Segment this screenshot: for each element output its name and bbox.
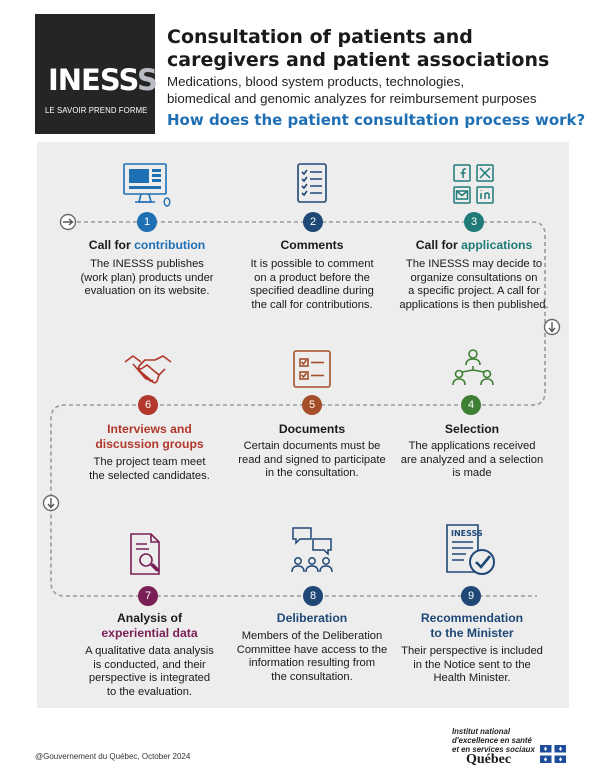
section-question: How does the patient consultation proces… bbox=[167, 111, 586, 129]
step-3-title: Call for applications bbox=[415, 238, 533, 252]
step-5-title: Documents bbox=[278, 422, 346, 436]
step-1-title: Call for contribution bbox=[88, 238, 206, 252]
step-4-title: Selection bbox=[444, 422, 500, 436]
down-arrow-icon-left bbox=[42, 494, 60, 512]
inesss-logo: INESSS LE SAVOIR PREND FORME bbox=[35, 14, 158, 134]
subtitle-line-1: Medications, blood system products, tech… bbox=[167, 74, 465, 89]
step-8-title: Deliberation bbox=[276, 611, 348, 625]
linkedin-icon bbox=[476, 186, 494, 204]
process-panel: 1 Call for contribution The INESSS publi… bbox=[37, 142, 569, 708]
logo-accent: S bbox=[137, 63, 158, 97]
x-icon bbox=[476, 164, 494, 182]
social-media-icons bbox=[453, 164, 494, 204]
monitor-icon bbox=[123, 163, 171, 207]
subtitle-line-2: biomedical and genomic analyzes for reim… bbox=[167, 91, 537, 106]
step-2-title: Comments bbox=[280, 238, 344, 252]
step-3-number: 3 bbox=[464, 212, 484, 232]
facebook-icon bbox=[453, 164, 471, 182]
checkbox-list-icon bbox=[293, 350, 331, 388]
email-icon bbox=[453, 186, 471, 204]
page-subtitle: Medications, blood system products, tech… bbox=[167, 73, 587, 107]
copyright-note: @Gouvernement du Québec, October 2024 bbox=[35, 752, 191, 761]
logo-tagline: LE SAVOIR PREND FORME bbox=[45, 106, 148, 115]
logo-wordmark: INESSS bbox=[48, 63, 158, 97]
document-search-icon bbox=[130, 533, 160, 575]
step-1-number: 1 bbox=[137, 212, 157, 232]
process-path bbox=[42, 213, 561, 597]
page-title: Consultation of patients and caregivers … bbox=[167, 26, 587, 72]
start-arrow-icon bbox=[59, 213, 77, 231]
quebec-flag-icon bbox=[540, 745, 566, 763]
down-arrow-icon-right bbox=[543, 318, 561, 336]
step-5-number: 5 bbox=[302, 395, 322, 415]
title-line-1: Consultation of patients and bbox=[167, 26, 473, 48]
step-2-number: 2 bbox=[303, 212, 323, 232]
logo-main: INESS bbox=[48, 63, 138, 97]
institute-name: Institut national d'excellence en santé … bbox=[452, 727, 535, 754]
quebec-wordmark: Québec bbox=[466, 752, 512, 767]
people-network-icon bbox=[452, 349, 494, 386]
title-line-2: caregivers and patient associations bbox=[167, 49, 550, 71]
step-7-number: 7 bbox=[138, 586, 158, 606]
inesss-document-check-icon: INESSS bbox=[446, 524, 495, 575]
step-1-description: The INESSS publishes(work plan) products… bbox=[80, 258, 214, 297]
step-4-number: 4 bbox=[461, 395, 481, 415]
step-9-number: 9 bbox=[461, 586, 481, 606]
checklist-icon bbox=[297, 163, 327, 203]
icon-inesss-label: INESSS bbox=[451, 529, 483, 538]
step-8-number: 8 bbox=[303, 586, 323, 606]
group-discussion-icon bbox=[291, 527, 333, 573]
handshake-icon bbox=[124, 355, 172, 384]
step-6-number: 6 bbox=[138, 395, 158, 415]
